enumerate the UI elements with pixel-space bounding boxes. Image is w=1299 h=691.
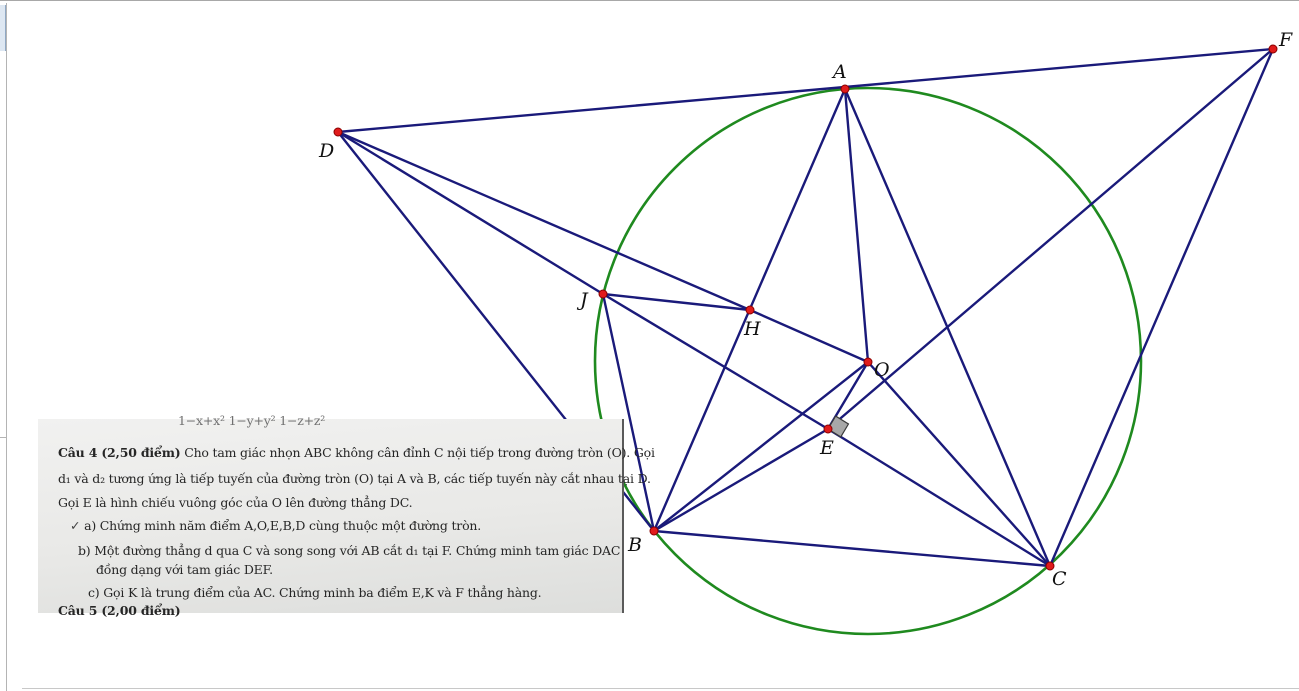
point-H xyxy=(745,305,755,315)
label-F: F xyxy=(1278,29,1293,51)
problem-part-b: b) Một đường thẳng d qua C và song song … xyxy=(78,543,620,558)
segment-BE xyxy=(652,427,830,533)
point-J xyxy=(598,289,608,299)
part-a-label: a) xyxy=(84,518,96,533)
part-b-text: Một đường thẳng d qua C và song song với… xyxy=(94,543,621,558)
problem-line-1: Câu 4 (2,50 điểm) Cho tam giác nhọn ABC … xyxy=(58,445,655,460)
segment-OB xyxy=(652,360,870,533)
segment-JE xyxy=(601,292,830,431)
left-divider xyxy=(6,3,7,691)
segment-HO xyxy=(748,308,870,364)
point-A xyxy=(840,84,850,94)
problem-line-2: d₁ và d₂ tương ứng là tiếp tuyến của đườ… xyxy=(58,471,651,486)
segment-AO xyxy=(843,87,870,364)
label-C: C xyxy=(1052,568,1067,590)
label-B: B xyxy=(627,534,642,556)
segment-JB xyxy=(601,292,656,533)
part-c-text: Gọi K là trung điểm của AC. Chứng minh b… xyxy=(103,585,542,600)
point-layer xyxy=(333,44,1278,571)
circle-layer xyxy=(593,86,1143,636)
segment-OC xyxy=(866,360,1052,568)
label-A: A xyxy=(831,61,847,83)
cut-bottom-line: Câu 5 (2,00 điểm) xyxy=(58,603,181,618)
segment-EC xyxy=(826,427,1052,568)
problem-title: Câu 4 (2,50 điểm) xyxy=(58,445,181,460)
segment-DF xyxy=(336,47,1275,134)
right-angle-mark xyxy=(827,415,850,438)
point-C xyxy=(1045,561,1055,571)
bottom-divider xyxy=(22,688,1299,689)
problem-part-c: c) Gọi K là trung điểm của AC. Chứng min… xyxy=(88,585,542,600)
point-E xyxy=(823,424,833,434)
segment-BC xyxy=(652,529,1052,568)
part-c-label: c) xyxy=(88,585,100,600)
segment-FC xyxy=(1048,47,1275,568)
segment-FE xyxy=(826,47,1275,431)
point-O xyxy=(863,357,873,367)
left-panel-tab[interactable] xyxy=(0,5,6,51)
label-E: E xyxy=(819,437,834,459)
cut-top-line: 1−x+x² 1−y+y² 1−z+z² xyxy=(178,413,326,428)
part-b-label: b) xyxy=(78,543,91,558)
problem-statement-photo: 1−x+x² 1−y+y² 1−z+z² Câu 4 (2,50 điểm) C… xyxy=(38,413,655,618)
problem-line-3: Gọi E là hình chiếu vuông góc của O lên … xyxy=(58,495,413,510)
label-layer: A F D J H O E B C xyxy=(318,29,1293,590)
problem-part-a: ✓ a) Chứng minh năm điểm A,O,E,B,D cùng … xyxy=(70,518,481,533)
segment-DJ xyxy=(336,130,605,296)
left-tick-mark xyxy=(0,437,6,438)
label-O: O xyxy=(874,359,890,381)
point-D xyxy=(333,127,343,137)
label-H: H xyxy=(743,318,761,340)
check-mark-icon: ✓ xyxy=(70,518,81,533)
point-B xyxy=(649,526,659,536)
label-D: D xyxy=(318,140,334,162)
mark-layer xyxy=(827,415,850,438)
problem-text-1: Cho tam giác nhọn ABC không cân đỉnh C n… xyxy=(184,445,655,460)
point-F xyxy=(1268,44,1278,54)
part-a-text: Chứng minh năm điểm A,O,E,B,D cùng thuộc… xyxy=(99,518,482,533)
circumcircle xyxy=(593,86,1143,636)
label-J: J xyxy=(576,289,589,311)
problem-part-b-cont: đồng dạng với tam giác DEF. xyxy=(96,562,273,577)
segment-JH xyxy=(601,292,752,312)
segment-DH xyxy=(336,130,752,312)
